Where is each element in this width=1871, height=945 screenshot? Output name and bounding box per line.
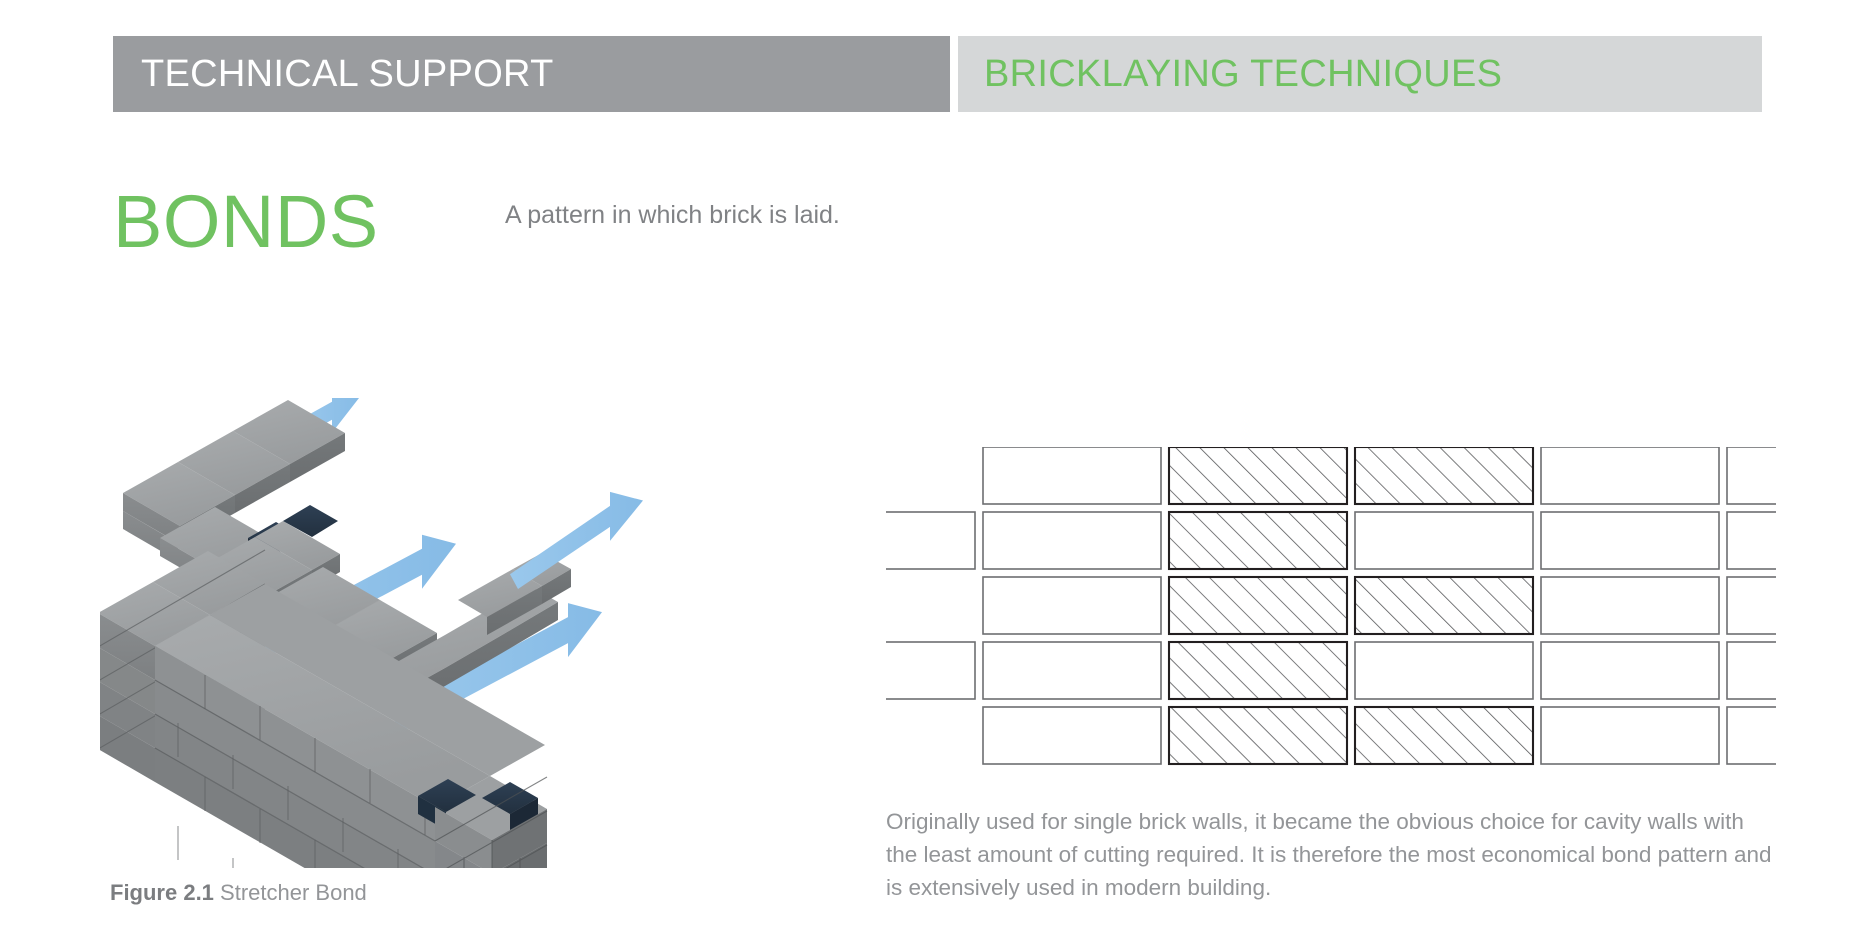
bricklaying-techniques-banner: BRICKLAYING TECHNIQUES	[958, 36, 1762, 112]
isometric-brick-wall-svg	[100, 398, 643, 868]
bond-description-paragraph: Originally used for single brick walls, …	[886, 808, 1772, 900]
brick	[1540, 576, 1720, 635]
brick-hatched	[1167, 447, 1349, 506]
brick	[1354, 641, 1534, 700]
brick	[1354, 511, 1534, 570]
brick	[982, 576, 1162, 635]
technical-support-label: TECHNICAL SUPPORT	[141, 53, 554, 95]
brick	[982, 706, 1162, 765]
brick-wall-right-return	[418, 776, 548, 868]
brick	[982, 511, 1162, 570]
figure-caption-text: Stretcher Bond	[213, 880, 367, 905]
alignment-arrow-corner	[510, 491, 643, 590]
figure-caption: Figure 2.1 Stretcher Bond	[110, 880, 367, 906]
brick	[886, 641, 976, 700]
brick	[1726, 641, 1776, 700]
brick-hatched	[1167, 705, 1349, 766]
brick	[1540, 641, 1720, 700]
brick-hatched	[1167, 510, 1349, 571]
brick	[1540, 447, 1720, 505]
brick	[1726, 706, 1776, 765]
stretcher-bond-pattern-diagram	[886, 447, 1776, 772]
brick-hatched	[1353, 447, 1535, 506]
bricklaying-techniques-label: BRICKLAYING TECHNIQUES	[984, 53, 1503, 95]
brick	[1726, 576, 1776, 635]
page-title-block: BONDS	[113, 185, 379, 259]
brick-hatched	[1167, 575, 1349, 636]
brick	[1726, 447, 1776, 505]
brick-hatched	[1167, 640, 1349, 701]
brick-hatched	[1353, 575, 1535, 636]
brick-hatched	[1353, 705, 1535, 766]
page-subtitle: A pattern in which brick is laid.	[505, 201, 840, 229]
brick	[1540, 706, 1720, 765]
brick	[982, 641, 1162, 700]
bond-pattern-svg	[886, 447, 1776, 766]
technical-support-banner: TECHNICAL SUPPORT	[113, 36, 950, 112]
stretcher-bond-illustration	[100, 398, 660, 868]
brick	[886, 511, 976, 570]
brick	[982, 447, 1162, 505]
brick-wall-front-face	[154, 584, 545, 868]
brick	[1726, 511, 1776, 570]
page-title: BONDS	[113, 180, 379, 263]
figure-number: Figure 2.1	[110, 880, 214, 905]
brick	[1540, 511, 1720, 570]
